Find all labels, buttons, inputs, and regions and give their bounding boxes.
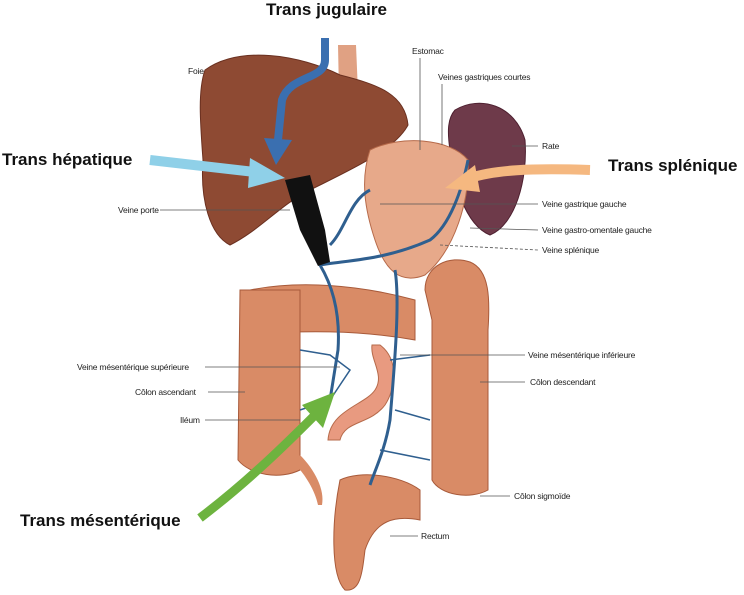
label-ileum: Iléum	[180, 415, 200, 425]
label-sigmoid-colon: Côlon sigmoïde	[514, 491, 571, 501]
label-stomach: Estomac	[412, 46, 444, 56]
splenic-arrow	[468, 164, 591, 183]
leader-lines	[160, 58, 539, 537]
label-ascending-colon: Côlon ascendant	[135, 387, 196, 397]
route-jugular-label: Trans jugulaire	[266, 0, 387, 19]
appendix	[296, 455, 323, 505]
route-splenic-label: Trans splénique	[608, 156, 738, 175]
splenic-arrowhead	[445, 165, 480, 192]
mesenteric-arrow	[197, 411, 319, 522]
hepatic-arrow	[149, 155, 256, 177]
label-descending-colon: Côlon descendant	[530, 377, 596, 387]
ascending-colon	[237, 289, 301, 476]
label-inferior-mesenteric-vein: Veine mésentérique inférieure	[528, 350, 636, 360]
hepatic-arrowhead	[248, 158, 285, 188]
stomach	[364, 140, 469, 279]
label-left-gastric-vein: Veine gastrique gauche	[542, 199, 627, 209]
route-hepatic-label: Trans hépatique	[2, 150, 133, 169]
label-short-gastric-veins: Veines gastriques courtes	[438, 72, 531, 82]
portal-vein	[285, 175, 330, 266]
mesenteric-arrowhead	[302, 392, 335, 428]
label-splenic-vein: Veine splénique	[542, 245, 600, 255]
label-left-gastro-omental-vein: Veine gastro-omentale gauche	[542, 225, 652, 235]
label-superior-mesenteric-vein: Veine mésentérique supérieure	[77, 362, 189, 372]
rectum	[333, 474, 421, 591]
label-portal-vein: Veine porte	[118, 205, 159, 215]
liver	[199, 54, 409, 246]
label-rectum: Rectum	[421, 531, 450, 541]
label-liver: Foie	[188, 66, 204, 76]
jugular-arrowhead	[264, 138, 292, 165]
route-mesenteric-label: Trans mésentérique	[20, 511, 181, 530]
jugular-arrow	[274, 38, 329, 141]
label-spleen: Rate	[542, 141, 560, 151]
descending-colon	[424, 259, 490, 496]
